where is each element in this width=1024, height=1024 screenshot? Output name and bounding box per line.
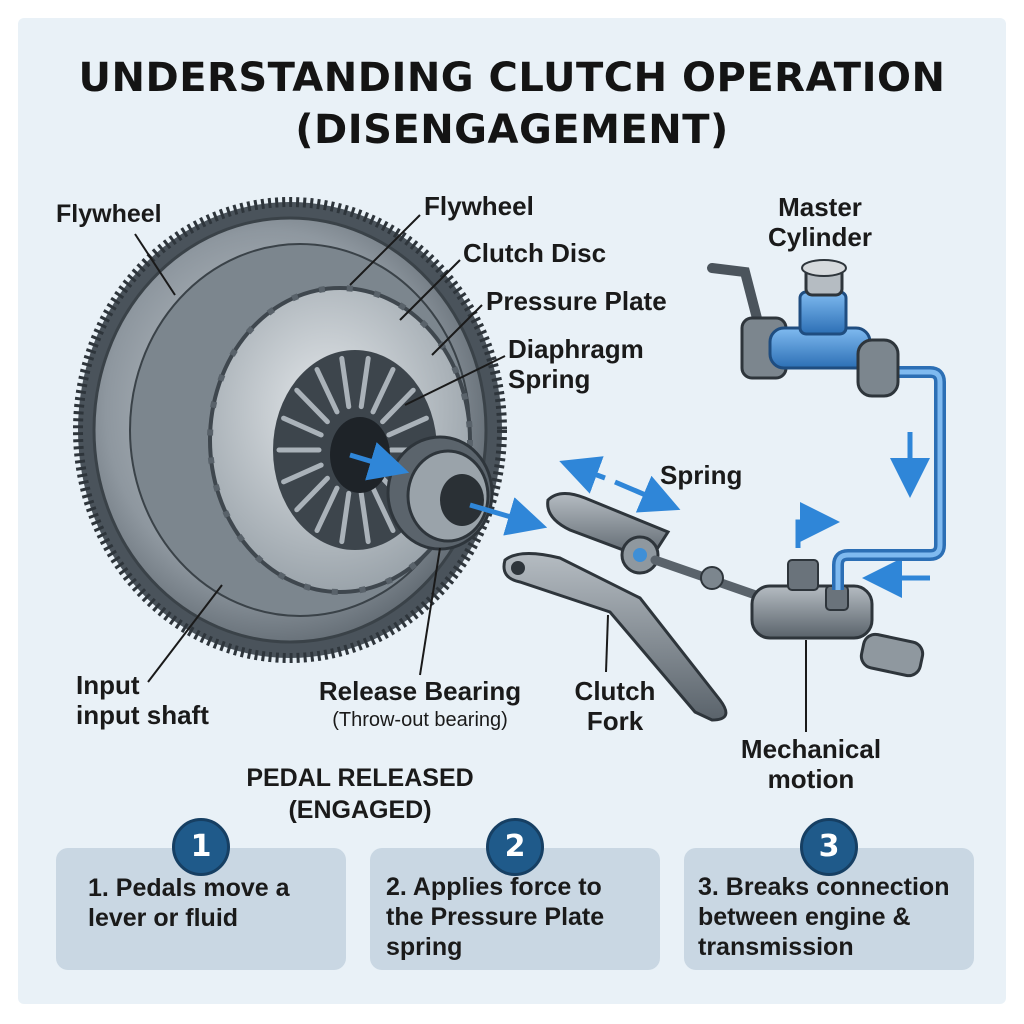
label-flywheel-left: Flywheel	[56, 200, 162, 228]
step-3-text: 3. Breaks connection between engine & tr…	[698, 873, 950, 961]
label-pressure-plate: Pressure Plate	[486, 286, 667, 316]
diaphragm-finger	[370, 485, 396, 534]
step-2-number: 2	[486, 818, 544, 876]
diaphragm-finger	[294, 387, 330, 425]
diaphragm-finger	[294, 475, 330, 513]
step-2-text: 2. Applies force to the Pressure Plate s…	[386, 873, 605, 961]
diaphragm-finger	[358, 355, 371, 410]
diaphragm-finger	[339, 355, 352, 410]
label-input-shaft: Input input shaft	[76, 670, 209, 730]
diaphragm-finger	[339, 490, 352, 545]
diaphragm-finger	[314, 366, 340, 415]
title-line-1: UNDERSTANDING CLUTCH OPERATION	[78, 55, 946, 101]
release-bearing	[386, 435, 494, 551]
step-3-number: 3	[800, 818, 858, 876]
label-clutch-fork: Clutch Fork	[574, 676, 656, 736]
label-flywheel-right: Flywheel	[424, 191, 534, 221]
master-cylinder	[707, 259, 900, 398]
label-mechanical-motion: Mechanical motion	[740, 734, 882, 794]
push-rod	[650, 555, 775, 605]
label-master-cylinder: Master Cylinder	[767, 192, 873, 252]
diaphragm-finger	[281, 462, 324, 485]
step-1-number: 1	[172, 818, 230, 876]
pedal-state-label: PEDAL RELEASED (ENGAGED)	[246, 764, 474, 824]
label-release-bearing: Release Bearing (Throw-out bearing)	[318, 676, 522, 731]
diaphragm-finger	[314, 485, 340, 534]
step-1-text: 1. Pedals move a lever or fluid	[88, 874, 290, 932]
diaphragm-finger	[358, 490, 371, 545]
motion-arrows	[349, 432, 930, 598]
diaphragm-finger	[370, 366, 396, 415]
label-diaphragm-spring: Diaphragm Spring	[508, 334, 644, 394]
diaphragm-finger	[281, 415, 324, 438]
label-clutch-disc: Clutch Disc	[463, 238, 607, 268]
hydraulic-line	[832, 366, 946, 590]
slave-cylinder	[750, 559, 925, 678]
diaphragm-finger	[386, 415, 429, 438]
title-line-2: (DISENGAGEMENT)	[295, 107, 729, 153]
page-title: UNDERSTANDING CLUTCH OPERATION (DISENGAG…	[0, 52, 1024, 156]
label-spring: Spring	[660, 460, 743, 490]
clutch-fork	[502, 492, 728, 722]
leader-lines	[134, 214, 807, 732]
diaphragm-finger	[380, 387, 416, 425]
